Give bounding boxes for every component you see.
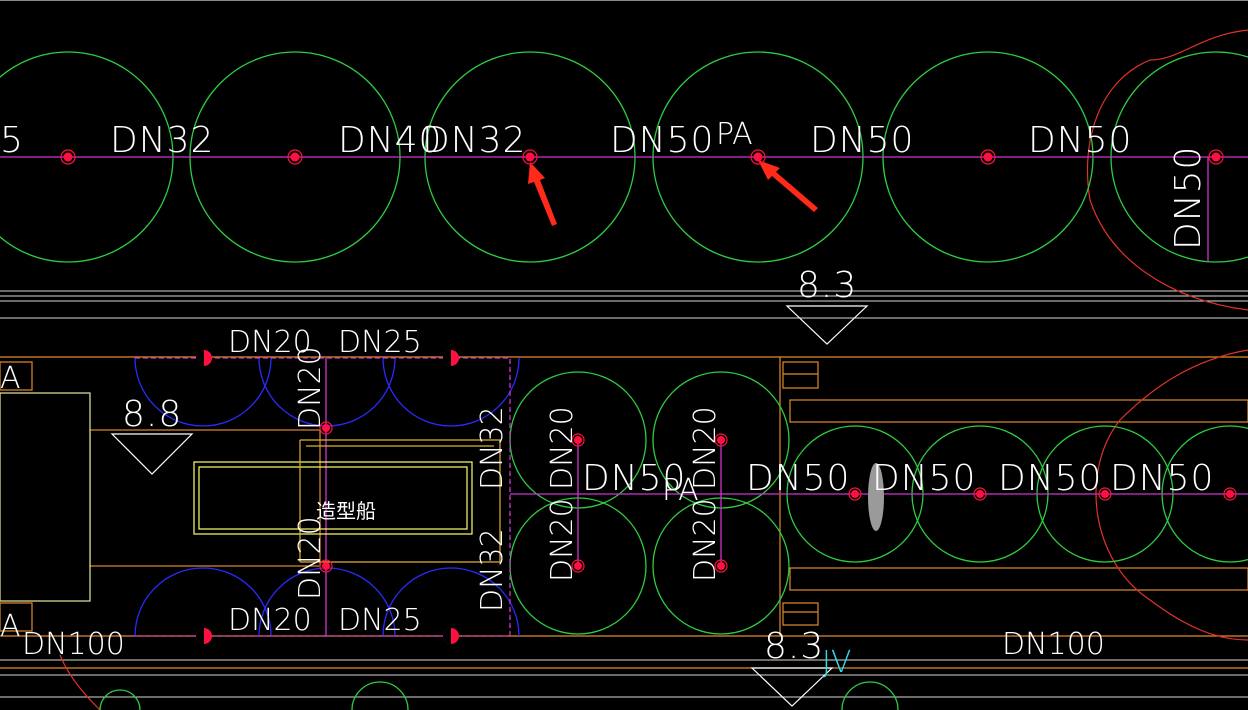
mid-left-dn25-top: DN25 (338, 325, 422, 360)
mid-left-elevation: 8.8 (122, 394, 182, 435)
mid-right-elevation-tag: JV (822, 645, 851, 680)
mid-left-dn20-bottom: DN20 (228, 603, 312, 638)
top-label-dn32-a: DN32 (110, 120, 214, 161)
boat-feature-label: 造型船 (316, 499, 376, 523)
orange-lines (0, 356, 1248, 669)
top-label-pa: PA (716, 117, 753, 152)
top-label-dn32-b: DN32 (422, 120, 526, 161)
mid-left-dn25-bottom: DN25 (338, 603, 422, 638)
mid-right-dn50-e: DN50 (1110, 458, 1214, 499)
mid-right-dn50-c: DN50 (872, 458, 976, 499)
pipes (0, 156, 1248, 637)
equipment-block (0, 392, 91, 602)
mid-left-edge-a2: A (0, 609, 21, 644)
mid-right-dn50-a: DN50 (582, 458, 686, 499)
wall-lines (0, 290, 1248, 698)
cursor-blob (868, 463, 884, 531)
mid-left-edge-a: A (0, 361, 21, 396)
sprinkler-head-icons (60, 149, 1237, 644)
top-elevation: 8.3 (797, 265, 857, 306)
mid-left-dn32-vert-bottom: DN32 (475, 528, 510, 612)
red-arrow-icons (528, 160, 818, 226)
top-label-dn50-vertical: DN50 (1168, 146, 1209, 250)
mid-right-dn20-vert-d: DN20 (688, 498, 723, 582)
top-label-dn50-a: DN50 (610, 120, 714, 161)
mid-left-dn32-vert-top: DN32 (475, 406, 510, 490)
top-label-5: 5 (0, 120, 24, 161)
mid-right-dn50-d: DN50 (998, 458, 1102, 499)
mid-right-dn20-vert-b: DN20 (545, 498, 580, 582)
mid-left-dn100: DN100 (22, 627, 125, 662)
mid-right-dn20-vert-c: DN20 (688, 406, 723, 490)
mid-right-dn20-vert-a: DN20 (545, 406, 580, 490)
boat-feature-box (193, 439, 501, 563)
top-label-dn40: DN40 (338, 120, 442, 161)
mid-left-dn20-vert-bottom: DN20 (293, 516, 328, 600)
elevation-marker-icons (110, 305, 869, 707)
mid-right-elevation: 8.3 (764, 626, 824, 667)
mid-left-dn20-top: DN20 (228, 325, 312, 360)
mid-right-pa: PA (662, 473, 699, 508)
top-label-dn50-c: DN50 (1028, 120, 1132, 161)
top-label-dn50-b: DN50 (810, 120, 914, 161)
mid-left-dn20-vert-top: DN20 (293, 346, 328, 430)
mid-right-dn50-b: DN50 (746, 458, 850, 499)
mid-right-dn100: DN100 (1002, 627, 1105, 662)
